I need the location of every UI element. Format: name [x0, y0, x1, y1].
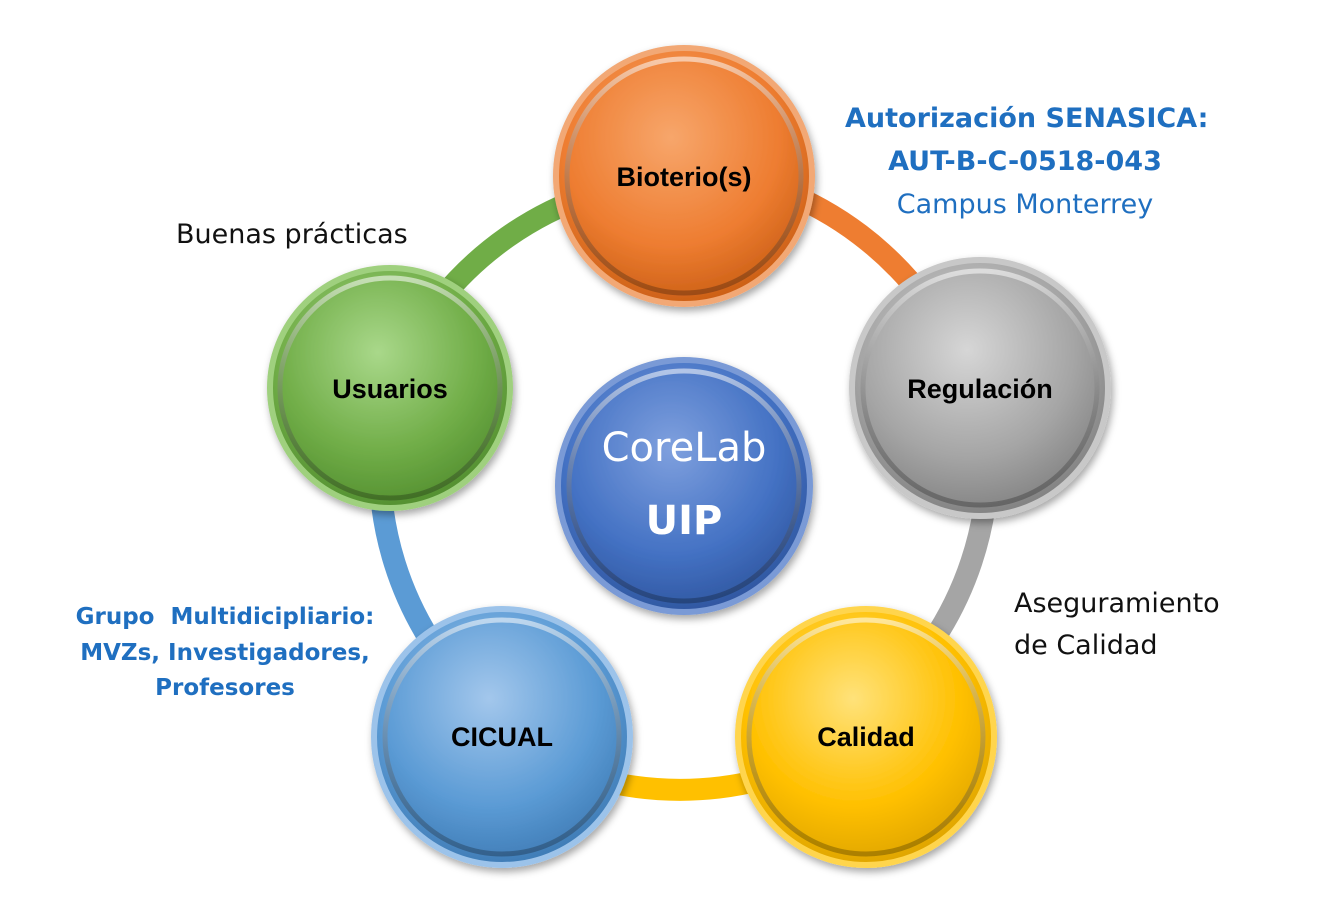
- node-label-bioterio: Bioterio(s): [617, 162, 752, 192]
- grupo-line1: Grupo Multidicipliario:: [75, 604, 375, 630]
- aseguramiento-note: Aseguramiento de Calidad: [1014, 583, 1220, 667]
- center-title: CoreLab: [602, 425, 767, 471]
- grupo-note: Grupo Multidicipliario: MVZs, Investigad…: [60, 600, 390, 707]
- node-regulacion: [849, 257, 1111, 519]
- node-label-calidad: Calidad: [817, 722, 915, 752]
- grupo-line3: Profesores: [155, 675, 295, 702]
- node-label-cicual: CICUAL: [451, 722, 553, 752]
- node-center: [555, 357, 813, 615]
- node-usuarios: [267, 265, 513, 511]
- aseguramiento-line2: de Calidad: [1014, 629, 1158, 661]
- buenas-practicas-note: Buenas prácticas: [176, 219, 408, 250]
- senasica-note: Autorización SENASICA: AUT-B-C-0518-043 …: [845, 97, 1209, 227]
- senasica-line1: Autorización SENASICA:: [845, 103, 1209, 134]
- aseguramiento-line1: Aseguramiento: [1014, 588, 1220, 619]
- senasica-line3: Campus Monterrey: [896, 189, 1154, 221]
- node-label-regulacion: Regulación: [907, 374, 1053, 404]
- node-label-usuarios: Usuarios: [332, 374, 448, 404]
- senasica-line2: AUT-B-C-0518-043: [888, 146, 1162, 178]
- grupo-line2: MVZs, Investigadores,: [80, 639, 370, 666]
- node-cicual: [371, 606, 633, 868]
- node-bioterio: [553, 45, 815, 307]
- node-calidad: [735, 606, 997, 868]
- center-subtitle: UIP: [646, 498, 723, 544]
